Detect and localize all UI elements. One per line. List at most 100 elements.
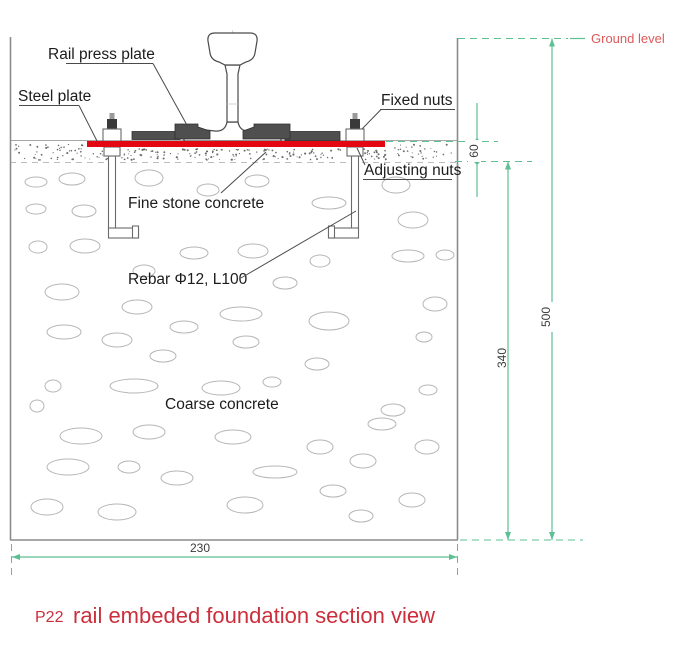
- fixed-nut-right: [350, 119, 360, 130]
- speckle-dot: [66, 152, 69, 155]
- speckle-dot: [45, 146, 48, 149]
- dim-500-arrow-top: [549, 38, 555, 47]
- upper-nut-left: [102, 128, 122, 142]
- speckle-dot: [366, 153, 369, 155]
- aggregate-ellipse: [71, 204, 97, 218]
- speckle-dot: [92, 152, 95, 155]
- speckle-dot: [304, 152, 307, 155]
- speckle-dot: [274, 156, 276, 158]
- aggregate-ellipse: [58, 172, 86, 186]
- rail-head: [207, 32, 258, 66]
- speckle-dot: [194, 156, 196, 158]
- aggregate-ellipse: [29, 399, 45, 413]
- upper-nut-right: [345, 128, 365, 142]
- dimension-340: 340: [455, 161, 532, 540]
- aggregate-ellipse: [226, 496, 264, 514]
- speckle-dot: [374, 158, 376, 160]
- speckle-dot: [38, 159, 40, 161]
- aggregate-ellipse: [232, 335, 260, 349]
- speckle-dot: [399, 144, 402, 146]
- aggregate-ellipse: [149, 349, 177, 363]
- speckle-dot: [143, 148, 146, 151]
- speckle-dot: [382, 155, 385, 158]
- speckle-dot: [36, 145, 38, 148]
- speckle-dot: [435, 155, 438, 157]
- aggregate-ellipse: [262, 376, 282, 388]
- speckle-dot: [14, 149, 16, 151]
- speckle-dot: [74, 149, 77, 152]
- speckle-dot: [421, 155, 423, 157]
- aggregate-ellipse: [44, 283, 80, 301]
- bolt-tip-left: [109, 113, 115, 120]
- speckle-dot: [155, 151, 157, 153]
- aggregate-ellipse: [306, 439, 334, 455]
- aggregate-ellipse: [422, 296, 448, 312]
- speckle-dot: [394, 147, 396, 149]
- speckle-dot: [232, 153, 234, 156]
- rebar-hook-cap-left: [131, 225, 140, 239]
- speckle-dot: [198, 154, 201, 156]
- rebar-hook-cap-right: [327, 225, 336, 239]
- dim-60-value: 60: [467, 144, 481, 158]
- steel-plate-label: Steel plate: [18, 88, 91, 105]
- speckle-dot: [367, 149, 369, 152]
- speckle-dot: [56, 156, 59, 159]
- speckle-dot: [177, 158, 179, 160]
- speckle-dot: [377, 157, 380, 160]
- aggregate-ellipse: [121, 299, 153, 315]
- speckle-dot: [156, 154, 158, 156]
- speckle-dot: [210, 156, 213, 159]
- speckle-dot: [45, 144, 47, 146]
- aggregate-ellipse: [319, 484, 347, 498]
- aggregate-ellipse: [28, 240, 48, 254]
- speckle-dot: [220, 148, 223, 151]
- aggregate-ellipse: [109, 378, 159, 394]
- aggregate-ellipse: [46, 458, 90, 476]
- speckle-dot: [80, 148, 82, 150]
- speckle-dot: [368, 153, 371, 155]
- press-plate-left-block: [174, 123, 211, 140]
- speckle-dot: [121, 157, 123, 159]
- aggregate-ellipse: [132, 424, 166, 440]
- speckle-dot: [126, 157, 129, 159]
- aggregate-ellipse: [30, 498, 64, 516]
- speckle-dot: [405, 146, 407, 148]
- speckle-dot: [186, 149, 189, 152]
- rail-press-plate-leader: [152, 63, 189, 128]
- speckle-dot: [102, 154, 104, 156]
- coarse-concrete-label: Coarse concrete: [165, 396, 279, 413]
- speckle-dot: [96, 156, 98, 158]
- speckle-dot: [215, 149, 218, 151]
- rail-press-plates: [131, 123, 341, 141]
- speckle-dot: [156, 157, 159, 160]
- foundation-pit: [9, 37, 459, 541]
- aggregate-ellipse: [97, 503, 137, 521]
- speckle-dot: [286, 150, 289, 153]
- bolt-rod-right: [350, 155, 360, 230]
- speckle-dot: [419, 144, 422, 147]
- speckle-dot: [130, 158, 133, 161]
- speckle-dot: [363, 148, 366, 150]
- aggregate-ellipse: [380, 403, 406, 417]
- speckle-dot: [183, 148, 186, 151]
- speckle-dot: [59, 149, 61, 152]
- callout-fixed-nuts: Fixed nuts: [361, 92, 455, 130]
- speckle-dot: [82, 144, 84, 147]
- adjusting-nuts-leader: [356, 147, 366, 166]
- speckle-dot: [140, 154, 143, 157]
- rail-web: [224, 64, 241, 123]
- speckle-dot: [98, 156, 100, 158]
- speckle-dot: [266, 148, 268, 150]
- speckle-dot: [163, 154, 165, 156]
- speckle-dot: [233, 155, 235, 157]
- speckle-dot: [364, 158, 367, 161]
- aggregate-ellipse: [349, 453, 377, 469]
- speckle-dot: [40, 153, 43, 156]
- press-plate-left-bar: [131, 131, 181, 140]
- speckle-dot: [101, 150, 104, 153]
- aggregate-ellipse: [134, 169, 164, 187]
- speckle-dot: [281, 156, 284, 159]
- speckle-dot: [205, 158, 207, 160]
- dim-230-arrow-left: [12, 554, 20, 560]
- speckle-dot: [397, 153, 399, 155]
